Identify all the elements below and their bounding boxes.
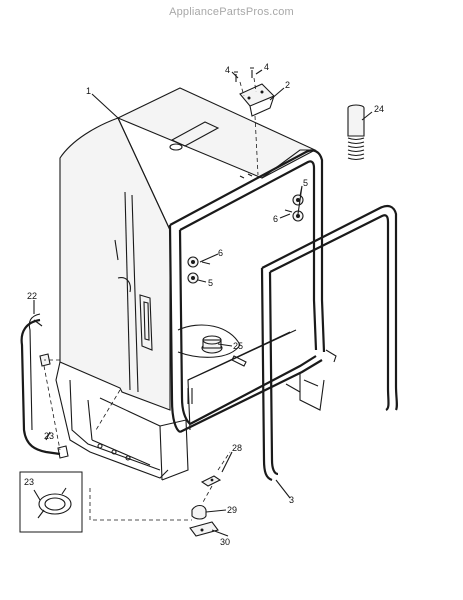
callout-25: 25	[233, 341, 243, 351]
callout-23b: 23	[24, 477, 34, 487]
projection-line	[95, 389, 121, 431]
callout-6a: 6	[273, 214, 278, 224]
leader-lines	[33, 69, 373, 537]
callout-22: 22	[27, 291, 37, 301]
callout-labels: 1 2 3 4 4 5 5 6 6 22 23 23 24 25 28 29 3…	[24, 62, 384, 547]
callout-6b: 6	[218, 248, 223, 258]
callout-2: 2	[285, 80, 290, 90]
clamp-detail-box	[19, 471, 83, 533]
hose-part	[347, 104, 365, 161]
pump-area	[177, 324, 247, 404]
callout-4b: 4	[264, 62, 269, 72]
watermark: AppliancePartsPros.com	[169, 6, 294, 18]
callout-30: 30	[220, 537, 230, 547]
callout-5a: 5	[303, 178, 308, 188]
callout-23a: 23	[44, 431, 54, 441]
callout-5b: 5	[208, 278, 213, 288]
front-frame	[168, 149, 326, 433]
leveling-parts	[89, 451, 231, 537]
base-rails	[55, 329, 325, 481]
tub-assembly	[59, 87, 317, 411]
callout-3: 3	[289, 495, 294, 505]
callout-4a: 4	[225, 65, 230, 75]
callout-1: 1	[86, 86, 91, 96]
door-panel	[260, 204, 398, 482]
callout-29: 29	[227, 505, 237, 515]
callout-28: 28	[232, 443, 242, 453]
callout-24: 24	[374, 104, 384, 114]
